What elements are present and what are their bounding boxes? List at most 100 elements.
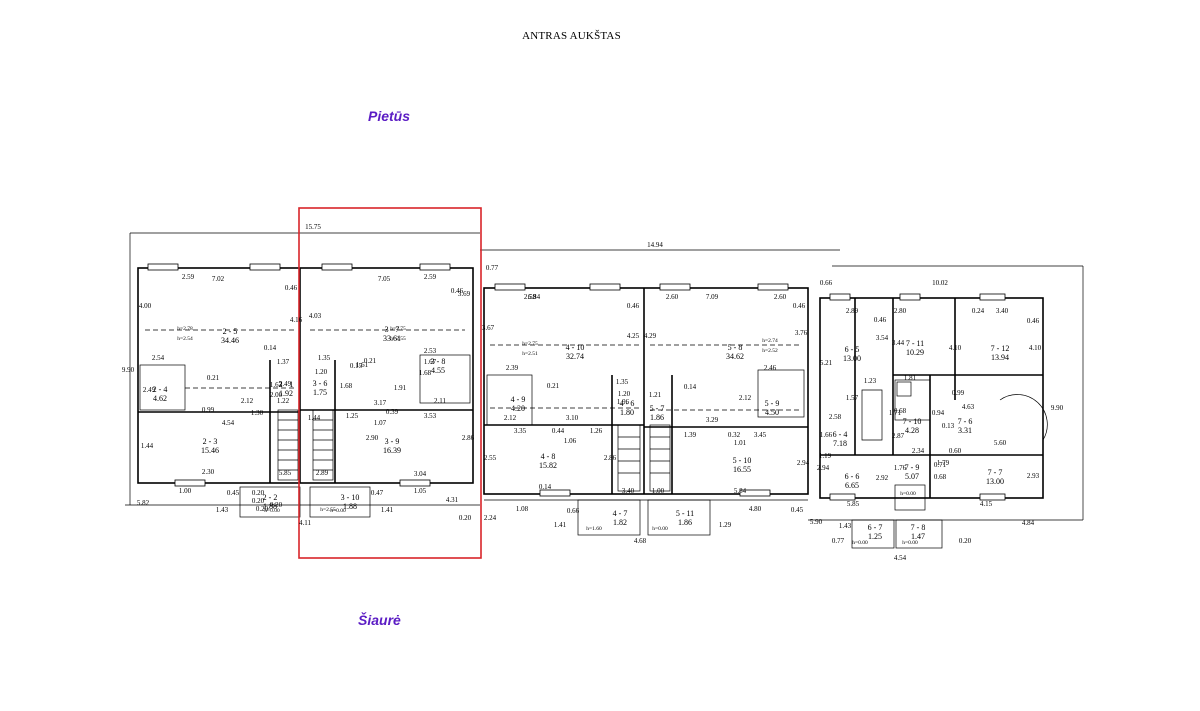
room-id: 3 - 6 (313, 379, 328, 388)
room-area: 6.65 (845, 481, 859, 490)
dimension-label: 0.66 (567, 507, 580, 515)
dimension-label: 1.76 (894, 464, 907, 472)
dimension-label: h=0.00 (852, 540, 868, 546)
dimension-label: 2.39 (506, 364, 519, 372)
room-id: 2 - 5 (223, 327, 238, 336)
dimension-label: 2.00 (270, 391, 283, 399)
dimension-label: 0.46 (285, 284, 298, 292)
dimension-label: 2.55 (484, 454, 497, 462)
dimension-label: 3.17 (374, 399, 387, 407)
dimension-label: 0.20 (256, 505, 269, 513)
dimension-label: 0.14 (684, 383, 697, 391)
room-area: 32.74 (566, 352, 584, 361)
dimension-label: 15.75 (305, 223, 321, 231)
dimension-label: 1.43 (216, 506, 229, 514)
dimension-label: 1.25 (346, 412, 359, 420)
dimension-label: 0.66 (820, 279, 833, 287)
dimension-label: 0.20 (959, 537, 972, 545)
dimension-label: 2.24 (484, 514, 497, 522)
dimension-label: 0.99 (952, 389, 965, 397)
dimension-label: 1.05 (414, 487, 427, 495)
room-id: 2 - 4 (153, 385, 168, 394)
dimension-label: 1.30 (251, 409, 264, 417)
dimension-label: 0.46 (874, 316, 887, 324)
dimension-label: 2.90 (366, 434, 379, 442)
dimension-label: 2.94 (797, 459, 810, 467)
dimension-label: 0.39 (386, 408, 399, 416)
dimension-label: 2.30 (202, 468, 215, 476)
dimension-label: 2.49 (143, 386, 156, 394)
dimension-label: 0.45 (791, 506, 804, 514)
dimension-label: h=2.52 (762, 348, 778, 354)
dimension-label: 0.20 (252, 489, 265, 497)
dimension-label: 1.79 (937, 459, 950, 467)
room-area: 1.88 (263, 502, 277, 511)
room-id: 6 - 4 (833, 430, 848, 439)
room-id: 6 - 7 (868, 523, 883, 532)
dimension-label: 0.32 (728, 431, 741, 439)
dimension-label: 3.35 (514, 427, 527, 435)
dimension-label: 1.68 (340, 382, 353, 390)
room-area: 13.94 (991, 353, 1009, 362)
dimension-label: 1.67 (424, 358, 437, 366)
room-area: 33.61 (383, 334, 401, 343)
dimension-label: 1.20 (315, 368, 328, 376)
dimension-label: 0.68 (934, 473, 947, 481)
dimension-label: 1.20 (618, 390, 631, 398)
windows (147, 263, 1006, 501)
dimension-label: 5.84 (734, 487, 747, 495)
south-label: Pietūs (368, 108, 411, 124)
dimension-label: 1.35 (616, 378, 629, 386)
room-id: 4 - 10 (566, 343, 585, 352)
dimension-label: 9.90 (1051, 404, 1064, 412)
dimension-label: h=2.55 (390, 336, 406, 342)
dimension-label: 2.86 (462, 434, 475, 442)
room-area: 1.86 (678, 518, 692, 527)
dimension-label: h=0.00 (264, 508, 280, 514)
dimension-label: 0.14 (264, 344, 277, 352)
dimension-label: 6.84 (528, 293, 541, 301)
dimension-label: 1.43 (839, 522, 852, 530)
dimension-label: 1.23 (864, 377, 877, 385)
dimension-label: 3.10 (566, 414, 579, 422)
room-area: 1.88 (343, 502, 357, 511)
dimension-label: 5.85 (847, 500, 860, 508)
room-id: 5 - 9 (765, 399, 780, 408)
dimension-label: 4.54 (894, 554, 907, 562)
dimension-label: 4.15 (980, 500, 993, 508)
dimension-label: h=2.74 (762, 338, 778, 344)
room-id: 7 - 8 (911, 523, 926, 532)
dimension-label: 1.63 (270, 381, 283, 389)
dimension-label: 0.99 (202, 406, 215, 414)
dimension-label: 1.00 (179, 487, 192, 495)
room-id: 3 - 10 (341, 493, 360, 502)
room-id: 6 - 5 (845, 345, 860, 354)
dimension-label: h=2.55 (320, 507, 336, 513)
room-area: 1.92 (279, 389, 293, 398)
room-id: 2 - 3 (203, 437, 218, 446)
dimension-label: 2.60 (666, 293, 679, 301)
room-area: 1.47 (911, 532, 925, 541)
room-id: 4 - 8 (541, 452, 556, 461)
dimension-label: 3.45 (754, 431, 767, 439)
dimension-label: 14.94 (647, 241, 663, 249)
dimension-label: 1.35 (318, 354, 331, 362)
dimension-label: 2.89 (316, 469, 329, 477)
room-labels: 2 - 534.462 - 44.622 - 11.922 - 315.462 … (153, 325, 1010, 541)
stairs (277, 389, 1048, 492)
dimension-label: 1.29 (719, 521, 732, 529)
dimension-label: 1.91 (394, 384, 407, 392)
dimension-label: 3.04 (414, 470, 427, 478)
dimension-label: 1.22 (277, 397, 290, 405)
room-area: 4.20 (511, 404, 525, 413)
room-id: 7 - 7 (988, 468, 1003, 477)
room-id: 6 - 6 (845, 472, 860, 481)
room-area: 13.00 (843, 354, 861, 363)
room-id: 5 - 8 (728, 343, 743, 352)
selected-apartment-frame (298, 207, 482, 559)
dimension-label: 1.68 (419, 369, 432, 377)
dimension-label: 10.02 (932, 279, 948, 287)
dimension-label: 0.14 (539, 483, 552, 491)
dashed-lines (145, 329, 800, 411)
dimension-label: h=2.75 (390, 326, 406, 332)
